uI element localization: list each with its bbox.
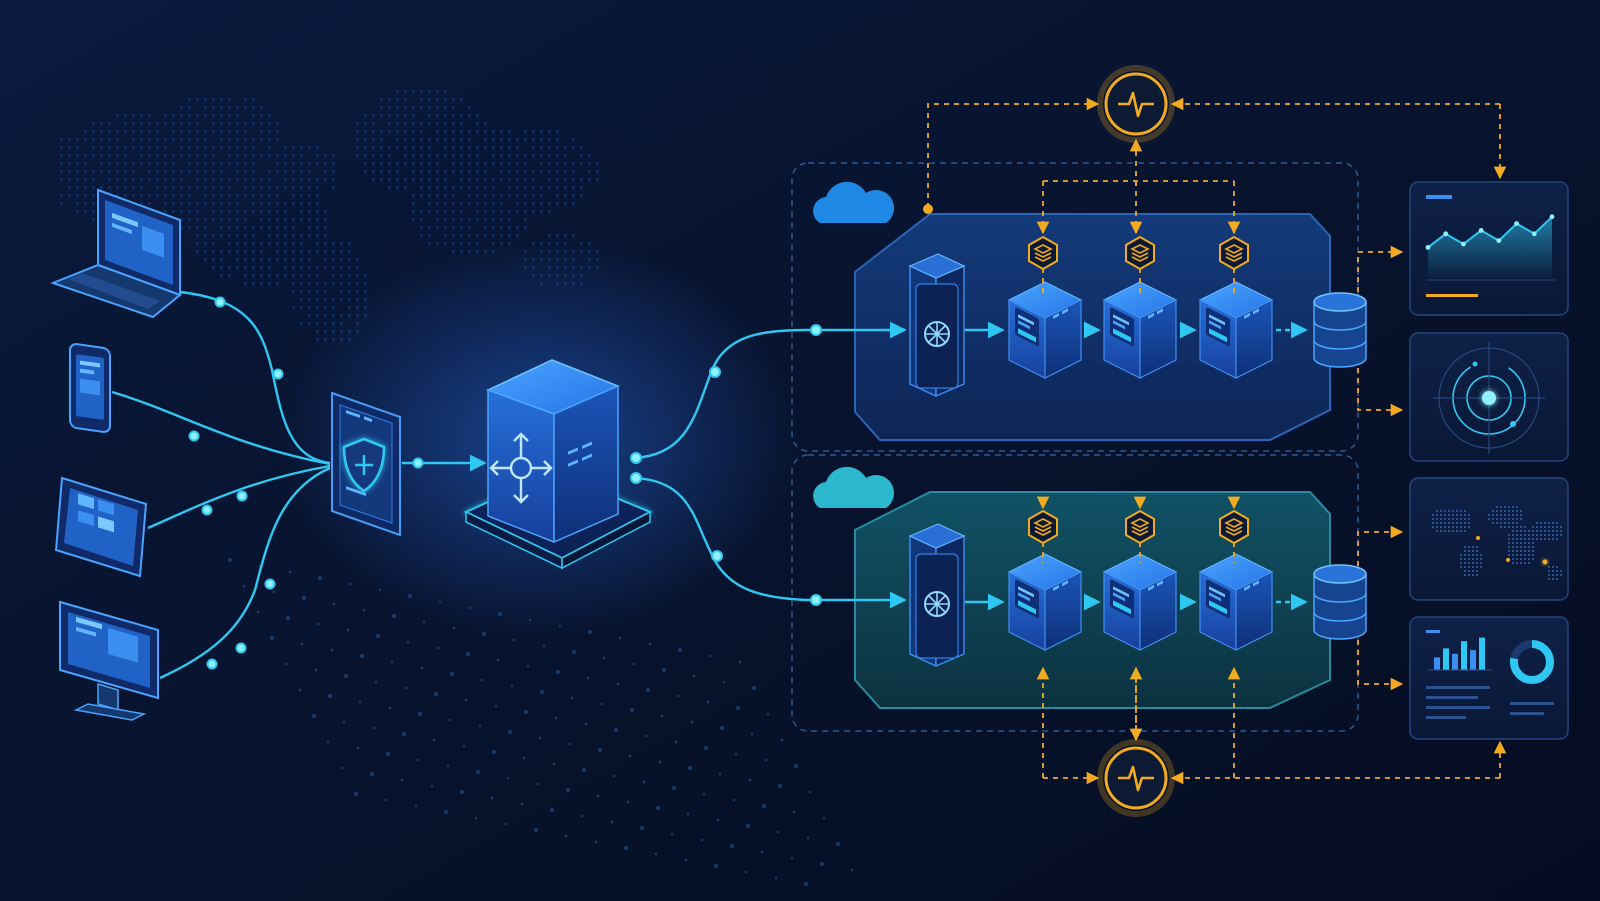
database-icon (1313, 564, 1367, 640)
layers-icon (1028, 236, 1058, 270)
bar-donut-panel (1409, 616, 1569, 740)
gateway-dot (412, 457, 424, 469)
top-region (806, 181, 1367, 441)
directional-arrows-icon (489, 432, 553, 504)
desktop-monitor-icon (59, 600, 159, 721)
fan-icon (909, 253, 965, 397)
bottom-service-3 (1199, 553, 1273, 651)
radar-icon (1433, 342, 1545, 454)
world-map-icon (1432, 506, 1562, 580)
top-service-3 (1199, 281, 1273, 379)
radar-panel (1409, 332, 1569, 462)
security-gateway (331, 391, 401, 537)
flow-dots-clients (188, 296, 284, 670)
layers-icon (1219, 510, 1249, 544)
flow-monitor (159, 466, 331, 680)
database-icon (1313, 292, 1367, 368)
bottom-region (806, 466, 1367, 709)
bottom-region-boundary (791, 454, 1359, 732)
layers-icon (1219, 236, 1249, 270)
cloud-icon (813, 181, 895, 223)
bottom-service-2 (1103, 553, 1177, 651)
floor-grid (228, 558, 854, 886)
monitoring-lines (923, 97, 1507, 785)
top-service-1 (1008, 281, 1082, 379)
bar-chart-icon (1428, 637, 1492, 671)
flow-phone (111, 390, 331, 466)
world-map-backdrop (60, 90, 599, 341)
donut-chart-icon (1510, 640, 1554, 684)
layers-icon (1125, 510, 1155, 544)
layers-icon (1125, 236, 1155, 270)
heartbeat-icon (1100, 742, 1172, 814)
line-chart-icon (1425, 214, 1555, 278)
shield-icon (342, 437, 386, 493)
world-map-panel (1409, 477, 1569, 601)
cloud-icon (813, 466, 895, 508)
flow-tablet (147, 464, 331, 530)
laptop-icon (50, 188, 182, 319)
bottom-service-1 (1008, 553, 1082, 651)
tablet-icon (54, 476, 148, 578)
load-balancer (463, 359, 653, 570)
balancer-flows (630, 328, 807, 602)
layers-icon (1028, 510, 1058, 544)
heartbeat-icon (1100, 68, 1172, 140)
smartphone-icon (69, 343, 111, 433)
line-chart-panel (1409, 181, 1569, 316)
flow-laptop (179, 290, 331, 465)
top-service-2 (1103, 281, 1177, 379)
client-flows (111, 290, 331, 680)
fan-icon (909, 523, 965, 667)
